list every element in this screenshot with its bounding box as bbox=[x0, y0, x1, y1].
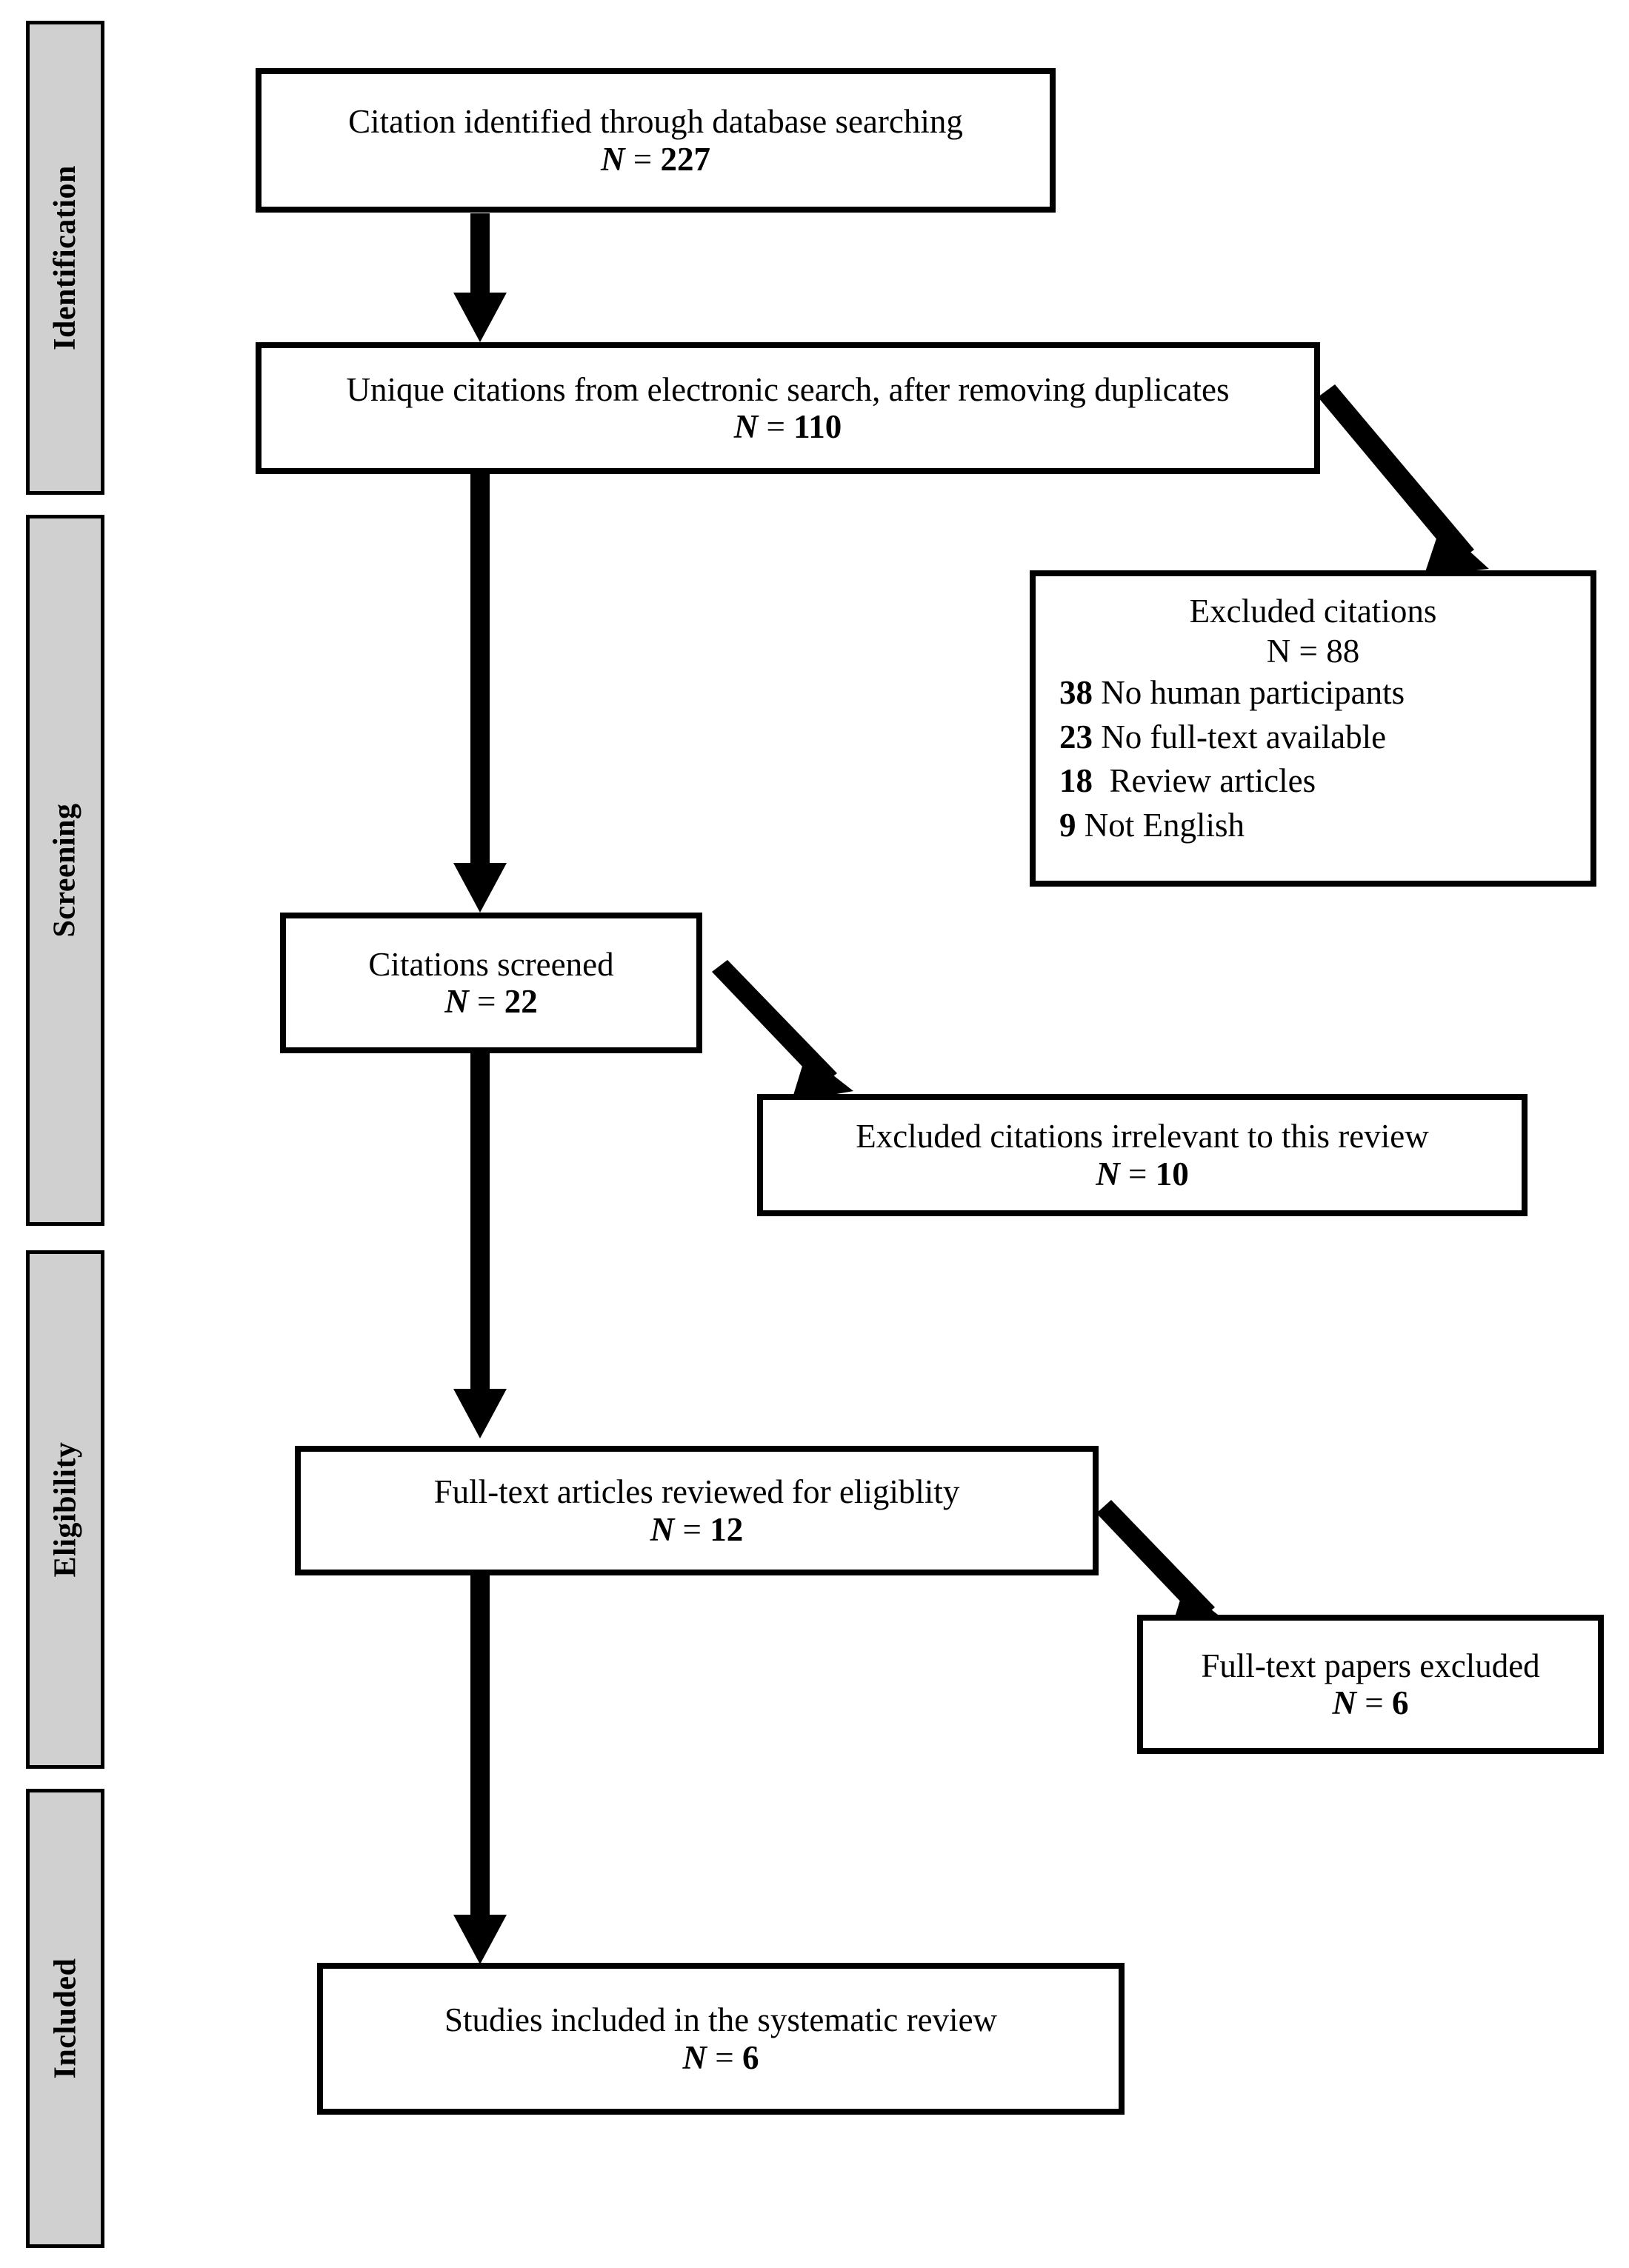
exclusion-reason-item: 38 No human participants bbox=[1059, 673, 1405, 711]
phase-included: Included bbox=[26, 1789, 104, 2248]
arrow-identified-to-unique bbox=[453, 213, 507, 342]
phase-screening: Screening bbox=[26, 515, 104, 1226]
arrow-screened-to-fulltext-reviewed bbox=[453, 1052, 507, 1438]
phase-identification: Identification bbox=[26, 21, 104, 495]
arrow-fulltext-reviewed-to-included bbox=[453, 1574, 507, 1964]
box-studies-included-text: Studies included in the systematic revie… bbox=[444, 2001, 998, 2039]
box-citations-identified: Citation identified through database sea… bbox=[256, 68, 1056, 213]
phase-eligibility: Eligibility bbox=[26, 1250, 104, 1769]
box-fulltext-reviewed-count: N = 12 bbox=[650, 1510, 744, 1548]
box-fulltext-reviewed-text: Full-text articles reviewed for eligibli… bbox=[433, 1473, 960, 1511]
box-citations-identified-text: Citation identified through database sea… bbox=[348, 103, 963, 141]
phase-label-identification: Identification bbox=[48, 165, 83, 350]
box-fulltext-excluded-text: Full-text papers excluded bbox=[1201, 1647, 1540, 1684]
box-unique-citations-count: N = 110 bbox=[733, 408, 842, 445]
box-fulltext-excluded-count: N = 6 bbox=[1332, 1684, 1409, 1721]
box-excluded-citations: Excluded citations N = 88 38 No human pa… bbox=[1030, 570, 1596, 887]
box-citations-screened-count: N = 22 bbox=[444, 983, 538, 1020]
exclusion-reason-item: 9 Not English bbox=[1059, 807, 1245, 844]
phase-label-screening: Screening bbox=[48, 803, 82, 938]
box-studies-included: Studies included in the systematic revie… bbox=[317, 1963, 1125, 2115]
box-unique-citations: Unique citations from electronic search,… bbox=[256, 342, 1320, 474]
box-citations-screened: Citations screened N = 22 bbox=[280, 913, 702, 1053]
box-excluded-citations-count: N = 88 bbox=[1266, 632, 1360, 670]
exclusion-reason-item: 18 Review articles bbox=[1059, 762, 1316, 800]
exclusion-reason-item: 23 No full-text available bbox=[1059, 718, 1387, 756]
arrow-unique-to-excluded-citations bbox=[1318, 384, 1489, 576]
box-excluded-citations-text: Excluded citations bbox=[1189, 593, 1437, 630]
phase-label-eligibility: Eligibility bbox=[48, 1441, 82, 1578]
box-citations-screened-text: Citations screened bbox=[368, 945, 614, 983]
arrow-unique-to-screened bbox=[453, 474, 507, 913]
box-excluded-irrelevant: Excluded citations irrelevant to this re… bbox=[757, 1094, 1528, 1216]
box-excluded-irrelevant-count: N = 10 bbox=[1096, 1155, 1189, 1193]
box-excluded-irrelevant-text: Excluded citations irrelevant to this re… bbox=[856, 1118, 1429, 1155]
box-citations-identified-count: N = 227 bbox=[601, 140, 710, 178]
box-fulltext-excluded: Full-text papers excluded N = 6 bbox=[1137, 1615, 1604, 1754]
box-unique-citations-text: Unique citations from electronic search,… bbox=[346, 370, 1230, 408]
arrow-screened-to-excluded-irrelevant bbox=[712, 960, 853, 1102]
box-fulltext-reviewed: Full-text articles reviewed for eligibli… bbox=[295, 1446, 1099, 1575]
box-studies-included-count: N = 6 bbox=[682, 2038, 759, 2076]
phase-label-included: Included bbox=[48, 1958, 83, 2079]
